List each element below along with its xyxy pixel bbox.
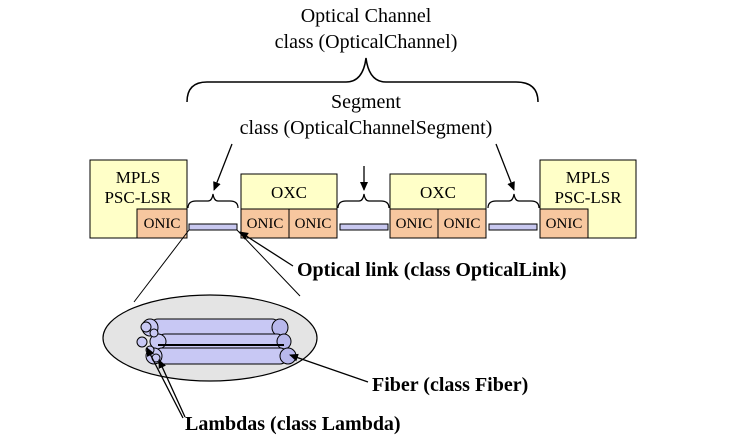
- segment-brace-right: [487, 193, 540, 209]
- segment-arrow-right: [495, 143, 515, 191]
- optical-link-3: [488, 223, 538, 231]
- lambdas-label: Lambdas (class Lambda): [185, 413, 401, 435]
- right-lsr-line2: PSC-LSR: [554, 188, 622, 207]
- optical-link-label: Optical link (class OpticalLink): [297, 259, 566, 281]
- segment-title: Segment: [331, 91, 401, 113]
- zoom-line-left: [133, 229, 190, 303]
- oxc-node-1: OXC ONIC ONIC: [240, 173, 338, 239]
- oxc2-onic-right: ONIC: [444, 216, 481, 232]
- optical-channel-title: Optical Channel: [301, 5, 432, 27]
- fiber-arrow: [289, 353, 369, 383]
- segment-brace-center: [337, 193, 390, 209]
- segment-arrow-left: [213, 143, 233, 191]
- oxc1-onic-right: ONIC: [295, 216, 332, 232]
- oxc2-title: OXC: [420, 183, 456, 202]
- optical-link-2: [339, 223, 389, 231]
- optical-channel-class: class (OpticalChannel): [275, 31, 458, 53]
- segment-class: class (OpticalChannelSegment): [240, 117, 493, 139]
- optical-link-1: [188, 223, 238, 231]
- left-psc-lsr-node: MPLS PSC-LSR ONIC: [89, 159, 188, 239]
- segment-brace-left: [187, 193, 239, 209]
- zoom-line-right: [236, 229, 301, 297]
- fiber-label: Fiber (class Fiber): [372, 374, 528, 396]
- optical-link-arrow: [239, 231, 294, 267]
- right-lsr-onic: ONIC: [546, 216, 583, 232]
- oxc2-onic-left: ONIC: [396, 216, 433, 232]
- right-psc-lsr-node: MPLS PSC-LSR ONIC: [539, 159, 637, 239]
- lambdas-arrow-1: [146, 347, 184, 419]
- left-lsr-line1: MPLS: [116, 168, 160, 187]
- left-lsr-line2: PSC-LSR: [104, 188, 172, 207]
- optical-channel-brace: [186, 57, 539, 103]
- lambdas-arrow-2: [158, 359, 186, 418]
- oxc1-title: OXC: [271, 183, 307, 202]
- oxc-node-2: OXC ONIC ONIC: [389, 173, 487, 239]
- left-lsr-onic: ONIC: [144, 216, 181, 232]
- right-lsr-line1: MPLS: [566, 168, 610, 187]
- oxc1-onic-left: ONIC: [247, 216, 284, 232]
- fiber-zoom-ellipse: [102, 294, 318, 382]
